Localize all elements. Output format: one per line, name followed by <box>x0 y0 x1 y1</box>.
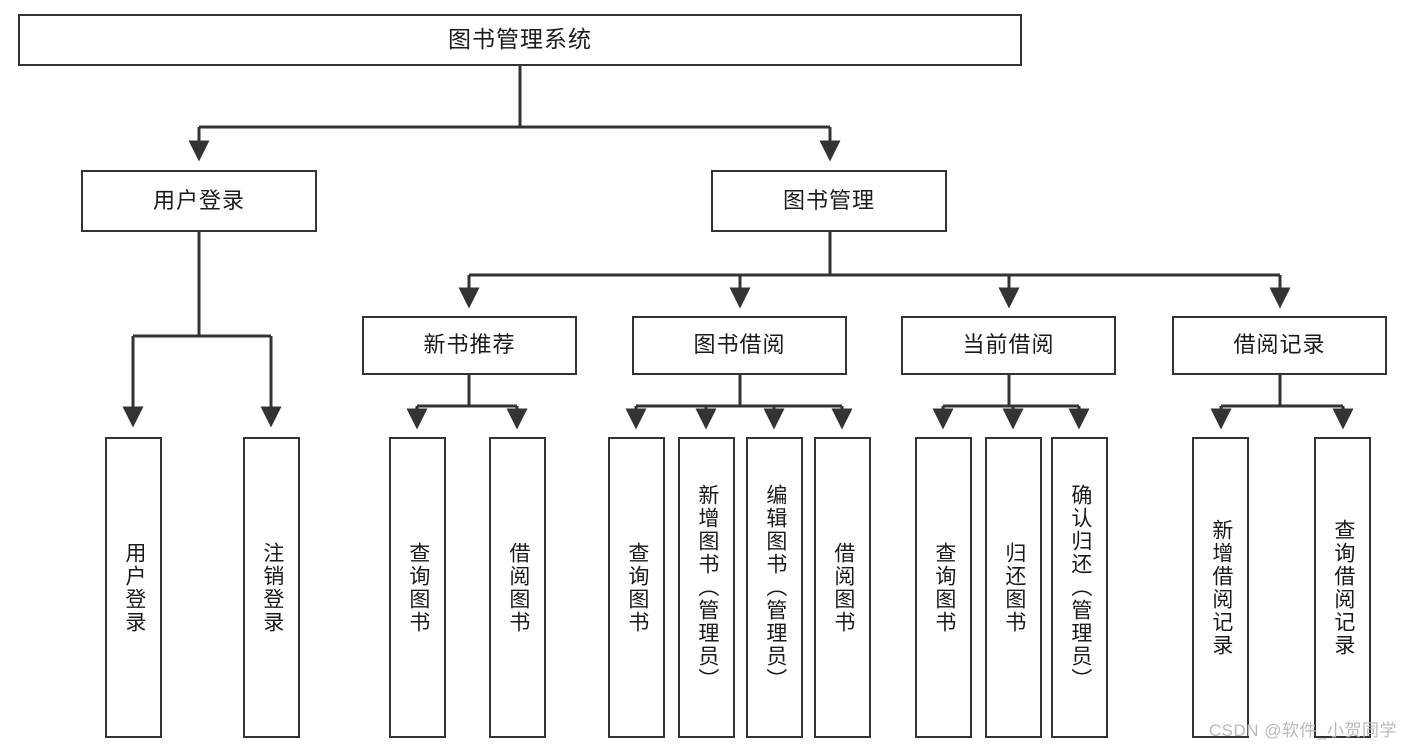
node-borrow-record[interactable]: 借阅记录 <box>1172 316 1387 375</box>
node-label: 借阅图书 <box>506 541 530 634</box>
node-label: 注销登录 <box>260 541 284 634</box>
node-label: 当前借阅 <box>962 332 1055 358</box>
node-leaf-borrow-book-recommend[interactable]: 借阅图书 <box>489 437 546 738</box>
node-book-borrow[interactable]: 图书借阅 <box>632 316 847 375</box>
node-leaf-add-book[interactable]: 新增图书（管理员） <box>678 437 735 738</box>
node-label: 图书借阅 <box>693 332 786 358</box>
node-label: 图书管理系统 <box>448 26 592 53</box>
node-leaf-query-book-recommend[interactable]: 查询图书 <box>389 437 446 738</box>
node-leaf-confirm-return[interactable]: 确认归还（管理员） <box>1051 437 1108 738</box>
node-book-management[interactable]: 图书管理 <box>711 170 947 232</box>
node-label: 用户登录 <box>152 187 245 213</box>
node-label: 确认归还（管理员） <box>1068 484 1092 691</box>
node-label: 借阅记录 <box>1233 332 1326 358</box>
node-leaf-query-book-current[interactable]: 查询图书 <box>915 437 972 738</box>
node-root-book-management-system[interactable]: 图书管理系统 <box>18 14 1022 66</box>
node-user-login[interactable]: 用户登录 <box>81 170 317 232</box>
node-new-book-recommend[interactable]: 新书推荐 <box>362 316 577 375</box>
node-label: 查询借阅记录 <box>1331 518 1355 657</box>
node-leaf-return-book[interactable]: 归还图书 <box>985 437 1042 738</box>
node-label: 查询图书 <box>932 541 956 634</box>
node-label: 新增图书（管理员） <box>695 484 719 691</box>
node-label: 图书管理 <box>782 187 875 213</box>
watermark: CSDN @软件_小贺同学 <box>1208 721 1397 740</box>
node-leaf-user-logout[interactable]: 注销登录 <box>243 437 300 738</box>
node-label: 新书推荐 <box>423 332 516 358</box>
node-leaf-edit-book[interactable]: 编辑图书（管理员） <box>746 437 803 738</box>
node-label: 查询图书 <box>625 541 649 634</box>
node-label: 借阅图书 <box>831 541 855 634</box>
node-leaf-query-borrow-record[interactable]: 查询借阅记录 <box>1314 437 1371 738</box>
node-label: 用户登录 <box>122 541 146 634</box>
node-leaf-user-login[interactable]: 用户登录 <box>105 437 162 738</box>
node-leaf-query-book-borrow[interactable]: 查询图书 <box>608 437 665 738</box>
node-label: 编辑图书（管理员） <box>763 484 787 691</box>
node-label: 归还图书 <box>1002 541 1026 634</box>
node-leaf-add-borrow-record[interactable]: 新增借阅记录 <box>1192 437 1249 738</box>
node-leaf-borrow-book[interactable]: 借阅图书 <box>814 437 871 738</box>
node-label: 查询图书 <box>406 541 430 634</box>
node-current-borrow[interactable]: 当前借阅 <box>901 316 1116 375</box>
node-label: 新增借阅记录 <box>1209 518 1233 657</box>
